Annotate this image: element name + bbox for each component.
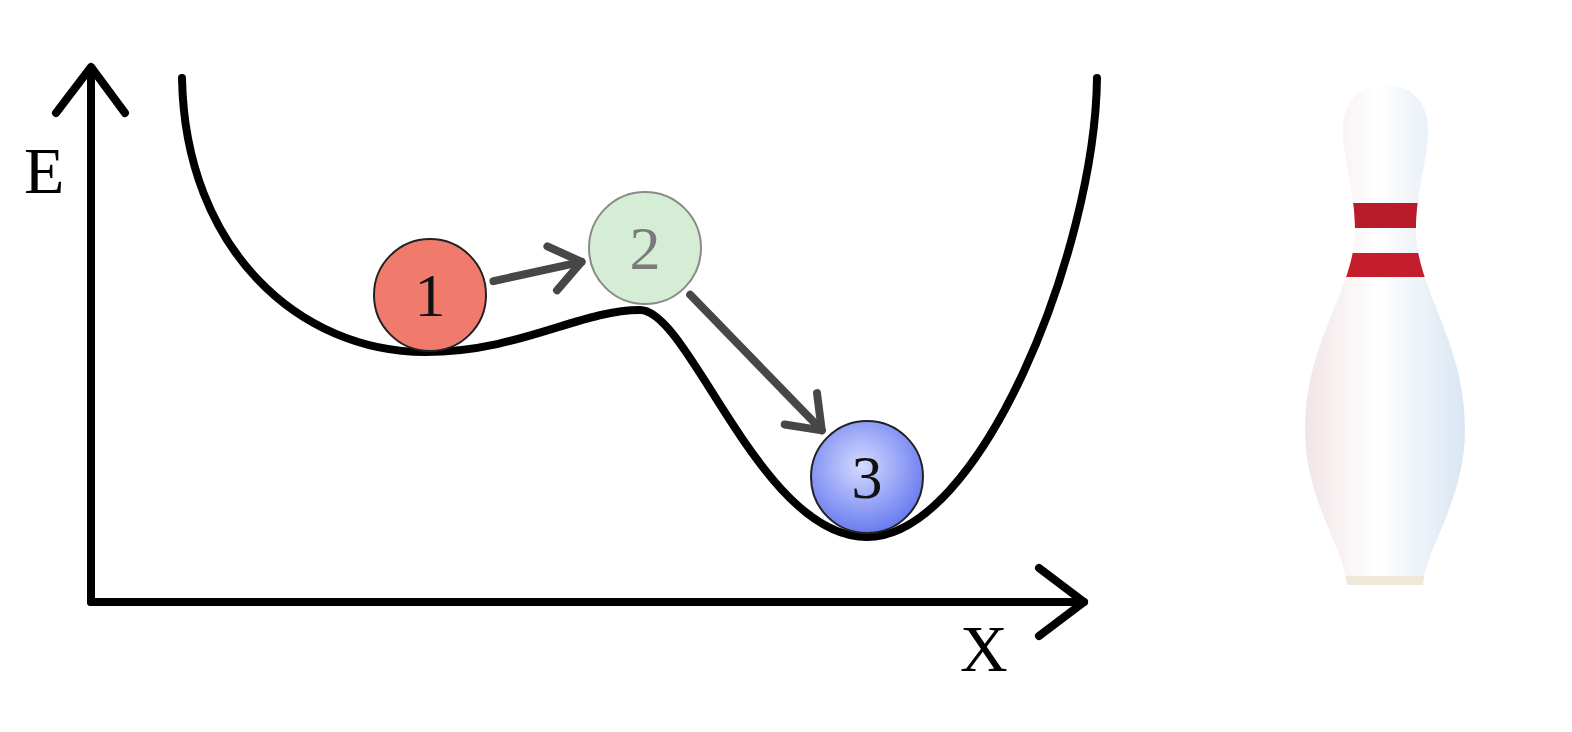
ball-number: 1	[373, 238, 487, 352]
axes	[56, 67, 1084, 636]
bowling-pin	[1300, 85, 1470, 588]
axis-label: X	[960, 616, 1008, 682]
state-ball: 1	[373, 238, 487, 352]
state-ball: 3	[810, 420, 924, 534]
state-ball: 2	[588, 191, 702, 305]
transition-arrow	[690, 295, 822, 431]
ball-number: 3	[810, 420, 924, 534]
energy-curve	[182, 78, 1097, 537]
axis-label: E	[24, 138, 64, 204]
transition-arrow	[494, 246, 582, 290]
ball-number: 2	[588, 191, 702, 305]
